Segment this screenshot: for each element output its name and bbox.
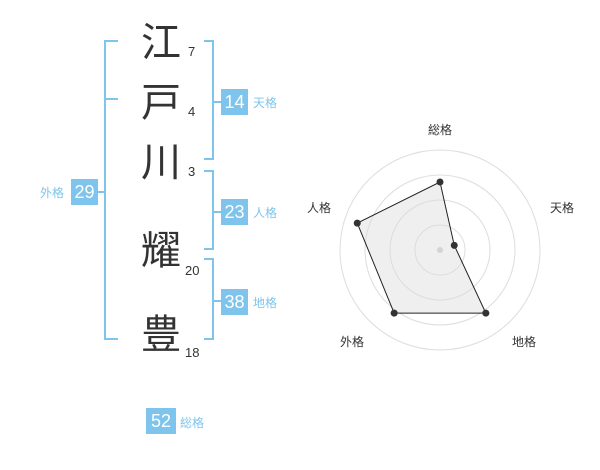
radar-axis-label-2: 天格: [550, 200, 574, 215]
radar-point-2: [450, 241, 458, 249]
radar-ring-1: [414, 224, 466, 276]
name-char-3: 川: [141, 140, 181, 186]
radar-axis-label-4: 外格: [340, 334, 364, 349]
tenkaku-value: 14: [221, 89, 248, 115]
jinkaku-value: 23: [221, 199, 248, 225]
radar-axis-label-3: 地格: [512, 334, 536, 349]
gaikaku-label: 外格: [40, 186, 65, 200]
stroke-count-1: 7: [188, 44, 196, 59]
radar-axis-label-1: 総格: [428, 122, 452, 137]
stroke-count-2: 4: [188, 104, 196, 119]
radar-axis-label-5: 人格: [307, 200, 331, 215]
stroke-count-5: 18: [185, 345, 200, 360]
stroke-count-3: 3: [188, 164, 196, 179]
radar-center-dot: [437, 247, 443, 253]
radar-ring-2: [389, 199, 491, 301]
name-char-4: 耀: [141, 228, 181, 274]
radar-point-4: [390, 309, 398, 317]
jinkaku-label: 人格: [253, 206, 278, 220]
radar-data-polygon: [356, 181, 487, 314]
radar-point-5: [353, 219, 361, 227]
chikaku-value: 38: [221, 289, 248, 315]
soukaku-value: 52: [146, 408, 176, 434]
name-char-5: 豊: [141, 312, 181, 358]
gaikaku-value: 29: [71, 179, 98, 205]
name-char-2: 戸: [141, 80, 181, 126]
soukaku-label: 総格: [180, 416, 205, 430]
stroke-count-4: 20: [185, 263, 200, 278]
name-char-1: 江: [141, 20, 181, 66]
radar-point-3: [482, 309, 490, 317]
radar-point-1: [436, 178, 444, 186]
radar-ring-3: [364, 174, 516, 326]
tenkaku-label: 天格: [253, 96, 278, 110]
chikaku-label: 地格: [253, 296, 278, 310]
radar-ring-4: [339, 149, 541, 351]
